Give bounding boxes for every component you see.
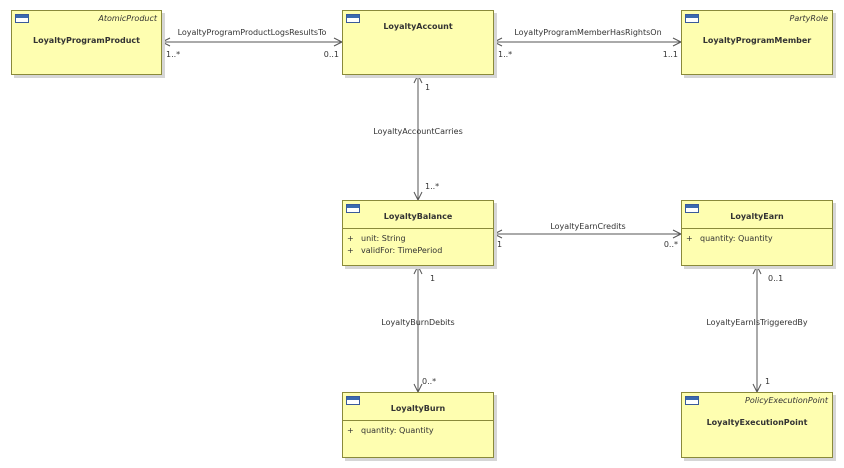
compartment-divider: [682, 228, 832, 229]
attribute-row: + unit: String: [347, 234, 406, 243]
class-name: LoyaltyAccount: [383, 22, 453, 31]
multiplicity-label: 1: [430, 274, 435, 283]
class-icon: [685, 204, 699, 213]
attribute-row: + quantity: Quantity: [347, 426, 434, 435]
multiplicity-label: 0..*: [422, 377, 436, 386]
class-icon: [346, 396, 360, 405]
multiplicity-label: 1: [425, 83, 430, 92]
attribute-row: + quantity: Quantity: [686, 234, 773, 243]
class-icon: [346, 14, 360, 23]
stereotype-label: AtomicProduct: [98, 14, 157, 23]
arrowhead-icon: [492, 37, 503, 47]
class-loyalty-burn[interactable]: LoyaltyBurn + quantity: Quantity: [342, 392, 494, 458]
attribute-text: quantity: Quantity: [700, 234, 773, 243]
association-name-account-carries: LoyaltyAccountCarries: [373, 127, 462, 136]
class-name: LoyaltyProgramMember: [702, 36, 812, 45]
class-icon: [685, 14, 699, 23]
visibility-marker: +: [686, 234, 693, 243]
compartment-divider: [343, 228, 493, 229]
stereotype-label: PolicyExecutionPoint: [745, 396, 828, 405]
attribute-row: + validFor: TimePeriod: [347, 246, 442, 255]
attribute-text: validFor: TimePeriod: [361, 246, 443, 255]
multiplicity-label: 0..*: [664, 240, 678, 249]
association-name-product-logs: LoyaltyProgramProductLogsResultsTo: [178, 28, 327, 37]
multiplicity-label: 0..1: [324, 50, 339, 59]
association-name-earn-triggered: LoyaltyEarnIsTriggeredBy: [706, 318, 808, 327]
class-loyalty-account[interactable]: LoyaltyAccount: [342, 10, 494, 75]
multiplicity-label: 1: [765, 377, 770, 386]
class-name: LoyaltyBalance: [383, 212, 453, 221]
attribute-text: unit: String: [361, 234, 406, 243]
association-name-burn-debits: LoyaltyBurnDebits: [381, 318, 454, 327]
arrowhead-icon: [492, 229, 503, 239]
visibility-marker: +: [347, 246, 354, 255]
class-loyalty-earn[interactable]: LoyaltyEarn + quantity: Quantity: [681, 200, 833, 266]
class-name: LoyaltyProgramProduct: [33, 36, 140, 45]
class-loyalty-execution-point[interactable]: PolicyExecutionPoint LoyaltyExecutionPoi…: [681, 392, 833, 458]
association-name-earn-credits: LoyaltyEarnCredits: [550, 222, 625, 231]
class-name: LoyaltyExecutionPoint: [706, 418, 808, 427]
class-loyalty-program-product[interactable]: AtomicProduct LoyaltyProgramProduct: [11, 10, 162, 75]
arrowhead-icon: [160, 37, 171, 47]
association-name-member-rights: LoyaltyProgramMemberHasRightsOn: [514, 28, 661, 37]
visibility-marker: +: [347, 234, 354, 243]
class-name: LoyaltyBurn: [390, 404, 446, 413]
stereotype-label: PartyRole: [789, 14, 828, 23]
arrowhead-icon: [752, 264, 762, 275]
compartment-divider: [343, 420, 493, 421]
arrowhead-icon: [413, 264, 423, 275]
multiplicity-label: 1..*: [166, 50, 180, 59]
class-icon: [346, 204, 360, 213]
class-icon: [15, 14, 29, 23]
visibility-marker: +: [347, 426, 354, 435]
multiplicity-label: 1..1: [663, 50, 678, 59]
multiplicity-label: 1: [497, 240, 502, 249]
multiplicity-label: 1..*: [498, 50, 512, 59]
multiplicity-label: 1..*: [425, 182, 439, 191]
arrowhead-icon: [413, 73, 423, 84]
class-loyalty-program-member[interactable]: PartyRole LoyaltyProgramMember: [681, 10, 833, 75]
multiplicity-label: 0..1: [768, 274, 783, 283]
class-name: LoyaltyEarn: [730, 212, 784, 221]
class-icon: [685, 396, 699, 405]
class-loyalty-balance[interactable]: LoyaltyBalance + unit: String + validFor: …: [342, 200, 494, 266]
attribute-text: quantity: Quantity: [361, 426, 434, 435]
